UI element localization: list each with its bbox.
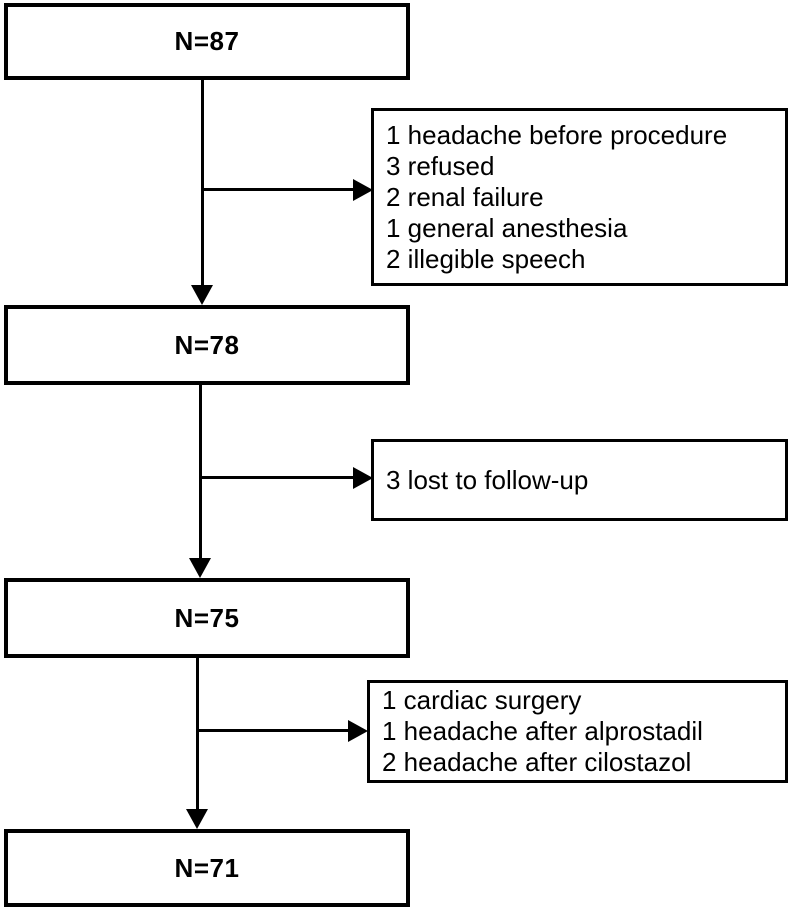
flow-node-label: N=75 [174,602,240,633]
flow-node-after-enrollment: N=78 [4,305,410,385]
exclusion-item: 3 lost to follow-up [386,464,589,495]
connector-horizontal-1 [203,188,353,191]
arrowhead-down-icon [191,285,213,305]
exclusion-item: 1 cardiac surgery [382,685,582,715]
exclusion-item: 2 headache after cilostazol [382,747,692,777]
arrowhead-right-icon [353,467,373,489]
arrowhead-right-icon [348,720,368,742]
flow-node-initial: N=87 [4,3,410,80]
connector-vertical-1 [201,80,204,287]
connector-vertical-3 [196,658,199,809]
flow-node-final: N=71 [4,829,410,907]
arrowhead-down-icon [186,809,208,829]
connector-horizontal-3 [198,729,348,732]
exclusion-item: 2 renal failure [386,181,544,212]
connector-vertical-2 [199,385,202,558]
flow-node-label: N=71 [174,852,240,883]
arrowhead-down-icon [189,558,211,578]
exclusion-item: 1 general anesthesia [386,212,628,243]
exclusion-item: 3 refused [386,150,495,181]
exclusion-box-1: 1 headache before procedure 3 refused 2 … [371,108,788,286]
exclusion-item: 1 headache before procedure [386,119,728,150]
flow-node-label: N=78 [174,329,240,360]
flow-node-after-followup: N=75 [4,578,410,658]
connector-horizontal-2 [201,476,353,479]
exclusion-box-3: 1 cardiac surgery 1 headache after alpro… [367,680,788,783]
flow-node-label: N=87 [174,26,240,56]
exclusion-item: 1 headache after alprostadil [382,716,703,746]
exclusion-item: 2 illegible speech [386,243,586,274]
arrowhead-right-icon [353,179,373,201]
exclusion-box-2: 3 lost to follow-up [371,439,788,521]
